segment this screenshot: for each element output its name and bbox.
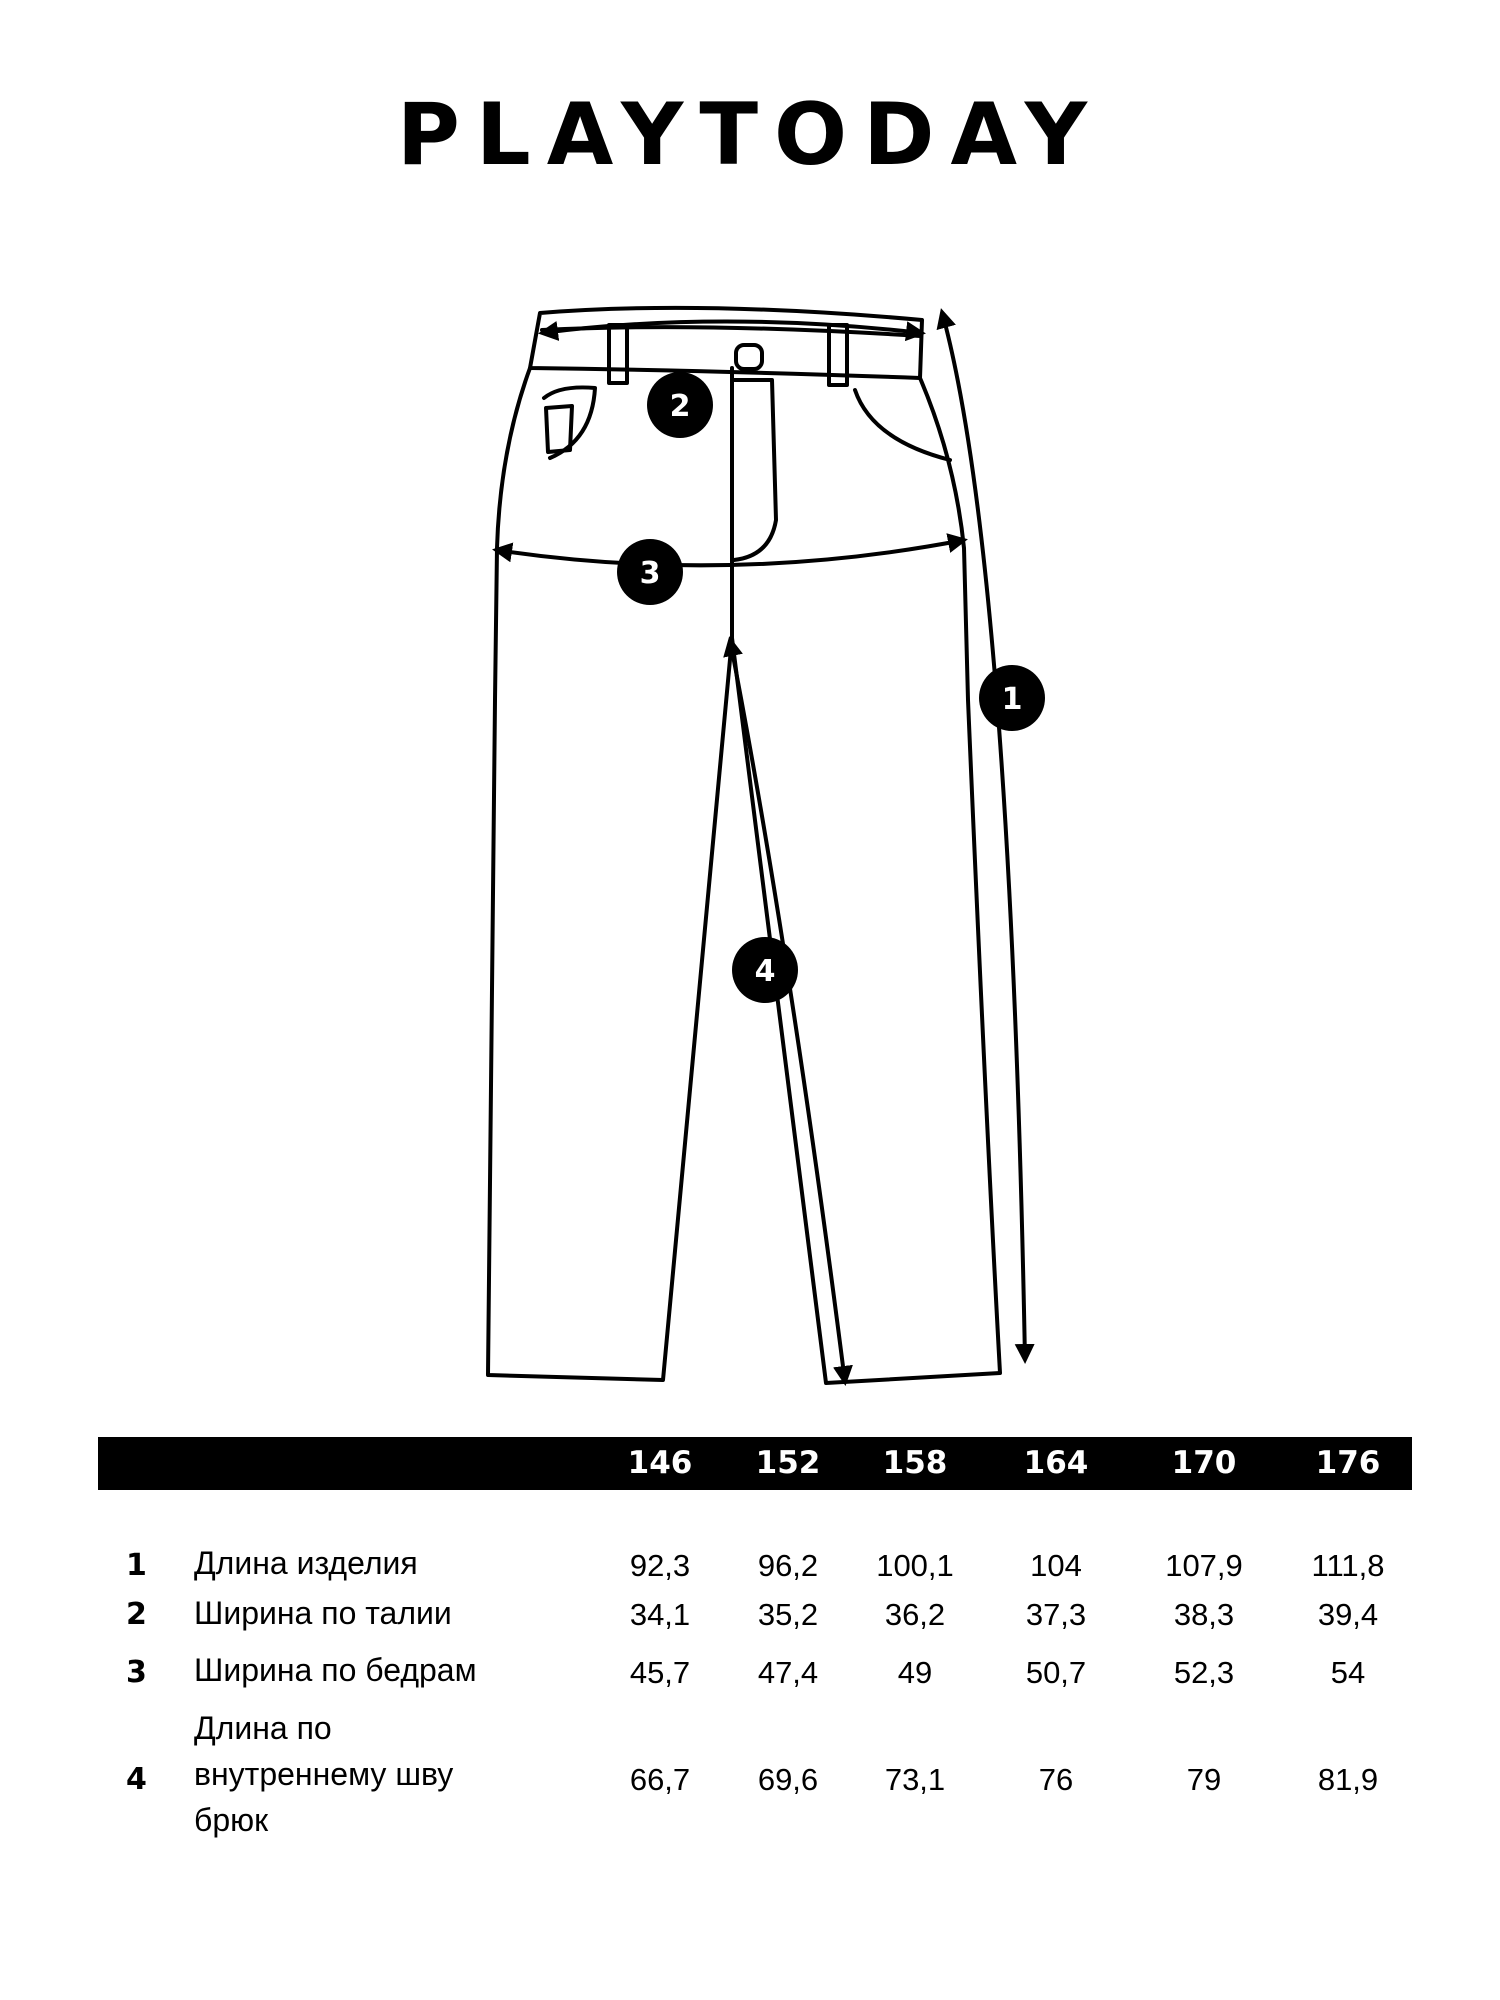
marker-1: 1 bbox=[979, 665, 1045, 731]
row-label: Ширина по бедрам bbox=[194, 1652, 477, 1688]
row-value: 35,2 bbox=[757, 1597, 819, 1632]
row-value: 54 bbox=[1330, 1655, 1366, 1690]
row-number: 3 bbox=[126, 1655, 147, 1690]
svg-text:1: 1 bbox=[1002, 682, 1023, 717]
arrow-waist bbox=[538, 319, 926, 342]
row-label: Длина по внутреннему шву брюк bbox=[194, 1710, 454, 1838]
button bbox=[734, 343, 764, 371]
row-value: 73,1 bbox=[884, 1762, 946, 1797]
pocket-right bbox=[853, 388, 952, 462]
size-header: 152 bbox=[755, 1445, 821, 1481]
belt-loop-left bbox=[607, 323, 629, 385]
row-value: 111,8 bbox=[1311, 1548, 1385, 1583]
row-value: 47,4 bbox=[757, 1655, 819, 1690]
row-value: 52,3 bbox=[1173, 1655, 1235, 1690]
row-value: 76 bbox=[1038, 1762, 1074, 1797]
size-header: 176 bbox=[1315, 1445, 1381, 1481]
row-number: 4 bbox=[126, 1762, 147, 1797]
outer-leg-left bbox=[486, 366, 734, 1382]
marker-2: 2 bbox=[647, 372, 713, 438]
row-value: 45,7 bbox=[629, 1655, 691, 1690]
row-number: 2 bbox=[126, 1597, 147, 1632]
waistband-outline bbox=[528, 305, 924, 380]
row-value: 49 bbox=[897, 1655, 933, 1690]
svg-text:2: 2 bbox=[670, 389, 691, 424]
row-number: 1 bbox=[126, 1548, 147, 1583]
marker-3: 3 bbox=[617, 539, 683, 605]
size-header: 146 bbox=[627, 1445, 693, 1481]
arrow-hips bbox=[492, 533, 968, 568]
row-label: Ширина по талии bbox=[194, 1595, 452, 1631]
row-value: 50,7 bbox=[1025, 1655, 1087, 1690]
row-value: 96,2 bbox=[757, 1548, 819, 1583]
row-value: 39,4 bbox=[1317, 1597, 1379, 1632]
fly-stitch bbox=[730, 378, 778, 562]
svg-text:3: 3 bbox=[640, 556, 661, 591]
size-table: 146 152 158 164 170 176 1 Длина изделия … bbox=[98, 1437, 1412, 1838]
size-header-row: 146 152 158 164 170 176 bbox=[98, 1437, 1412, 1490]
row-value: 81,9 bbox=[1317, 1762, 1379, 1797]
marker-4: 4 bbox=[732, 937, 798, 1003]
row-value: 100,1 bbox=[876, 1548, 954, 1583]
size-header: 170 bbox=[1171, 1445, 1237, 1481]
row-label: Длина изделия bbox=[194, 1545, 418, 1581]
size-header: 158 bbox=[882, 1445, 948, 1481]
pants-diagram: 1 2 3 4 bbox=[486, 305, 1045, 1386]
size-header: 164 bbox=[1023, 1445, 1089, 1481]
row-value: 37,3 bbox=[1025, 1597, 1087, 1632]
row-value: 104 bbox=[1030, 1548, 1082, 1583]
row-value: 36,2 bbox=[884, 1597, 946, 1632]
arrow-length bbox=[936, 308, 1035, 1364]
brand-logo: PLAYTODAY bbox=[396, 85, 1104, 185]
row-value: 79 bbox=[1186, 1762, 1222, 1797]
row-value: 107,9 bbox=[1165, 1548, 1243, 1583]
row-value: 92,3 bbox=[629, 1548, 691, 1583]
coin-pocket bbox=[544, 404, 574, 454]
row-value: 38,3 bbox=[1173, 1597, 1235, 1632]
row-value: 34,1 bbox=[629, 1597, 691, 1632]
row-value: 69,6 bbox=[757, 1762, 819, 1797]
row-value: 66,7 bbox=[629, 1762, 691, 1797]
svg-text:4: 4 bbox=[755, 954, 776, 989]
